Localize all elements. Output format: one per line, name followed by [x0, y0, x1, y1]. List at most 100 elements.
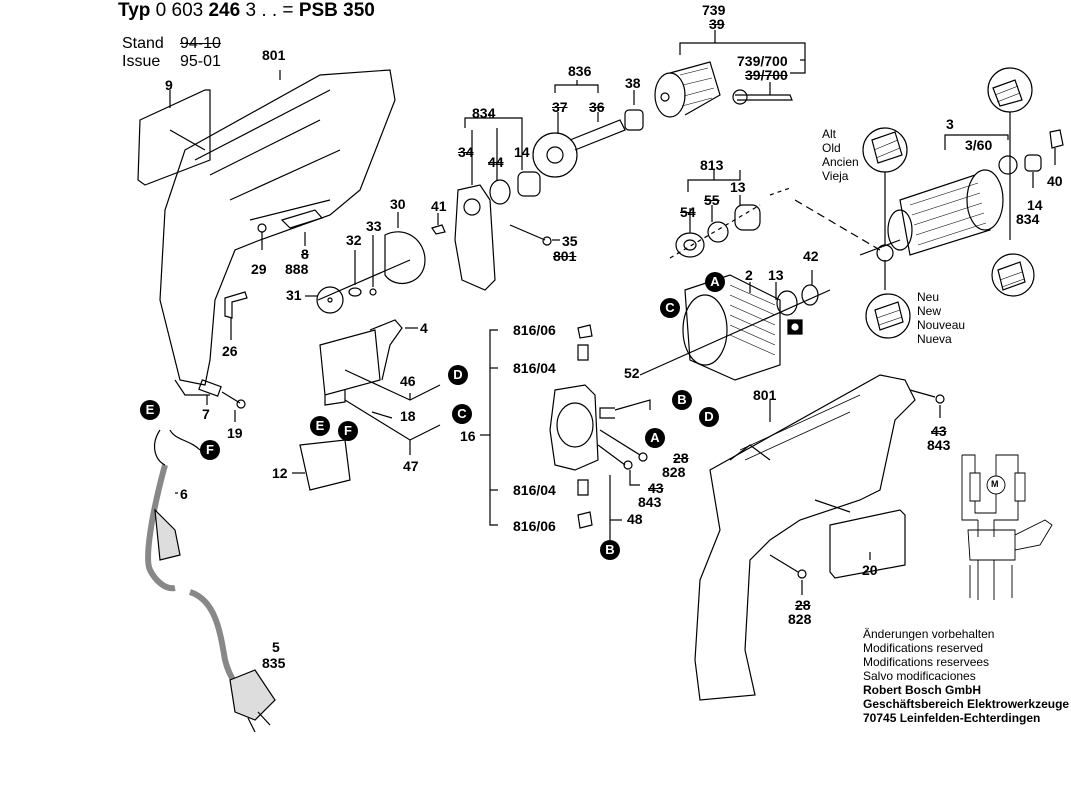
part-label-6: 6 [180, 486, 188, 502]
part-label-16: 16 [460, 428, 476, 444]
drill-chuck [655, 62, 720, 117]
type-number-prefix: 0 603 [155, 0, 204, 21]
connector-marker-a-wire: A [645, 428, 665, 448]
legend-new-fr: Nouveau [917, 318, 966, 332]
stand-value: 94-10 [180, 35, 221, 52]
part-label-816-06-bottom: 816/06 [513, 518, 556, 534]
company-address: 70745 Leinfelden-Echterdingen [863, 711, 1041, 725]
legend-new-es: Nueva [917, 332, 952, 346]
part-label-34: 34 [458, 144, 474, 160]
type-label: Typ [118, 0, 151, 21]
part-label-801-top: 801 [262, 47, 286, 63]
part-label-834-armature: 834 [1016, 211, 1040, 227]
part-label-12: 12 [272, 465, 288, 481]
legend-old-es: Vieja [822, 169, 849, 183]
part-label-32: 32 [346, 232, 362, 248]
detail-circle-new [866, 294, 910, 338]
legend-new-en: New [917, 304, 942, 318]
wiring-schematic [962, 455, 1052, 600]
connector-marker-e-cable: E [140, 400, 160, 420]
part-label-54: 54 [680, 204, 696, 220]
part-label-33: 33 [366, 218, 382, 234]
housing-left-half [160, 70, 395, 395]
power-cable [148, 430, 275, 732]
detail-circle-right [992, 254, 1034, 296]
part-label-37: 37 [552, 99, 568, 115]
part-label-843-housing: 843 [927, 437, 951, 453]
part-label-52: 52 [624, 365, 640, 381]
part-label-44: 44 [488, 154, 504, 170]
part-label-41: 41 [431, 198, 447, 214]
part-label-13-bearing: 13 [730, 179, 746, 195]
part-label-836: 836 [568, 63, 592, 79]
issue-label: Issue [122, 53, 161, 70]
part-label-43-housing: 43 [931, 423, 947, 439]
part-37-gear [533, 133, 577, 177]
part-label-14-armature: 14 [1027, 197, 1043, 213]
part-label-816-04-bottom: 816/04 [513, 482, 556, 498]
connector-marker-c-switch: C [452, 404, 472, 424]
detail-circle-top-right [988, 68, 1032, 240]
part-34-bearing-plate [455, 185, 495, 290]
part-label-28-brush: 28 [673, 450, 689, 466]
part-label-46: 46 [400, 373, 416, 389]
connector-marker-d-switch: D [448, 365, 468, 385]
detail-circle-old [863, 128, 907, 172]
legend-new-de: Neu [917, 290, 940, 304]
part-label-9: 9 [165, 77, 173, 93]
part-30-cam [385, 232, 425, 284]
connector-marker-b-stator: B [672, 390, 692, 410]
housing-right-half [695, 375, 915, 700]
legend-old-en: Old [822, 141, 841, 155]
part-label-43-brush: 43 [648, 480, 664, 496]
footer-company: Robert Bosch GmbH Geschäftsbereich Elekt… [863, 683, 1069, 725]
part-26-bracket [225, 292, 247, 318]
legend-old-de: Alt [822, 127, 837, 141]
part-label-828-housing: 828 [788, 611, 812, 627]
part-label-31: 31 [286, 287, 302, 303]
part-label-40: 40 [1047, 173, 1063, 189]
part-label-739: 739 [702, 2, 726, 18]
part-label-14-gear: 14 [514, 144, 530, 160]
connector-marker-e-switch: E [310, 416, 330, 436]
part-label-801-screw: 801 [553, 248, 577, 264]
part-label-20: 20 [862, 562, 878, 578]
part-label-36: 36 [589, 99, 605, 115]
part-label-2: 2 [745, 267, 753, 283]
part-label-816-04-top: 816/04 [513, 360, 556, 376]
part-label-39: 39 [709, 16, 725, 32]
part-label-834: 834 [472, 105, 496, 121]
field-stator [683, 275, 780, 380]
part-label-28-housing: 28 [795, 597, 811, 613]
issue-value: 95-01 [180, 53, 221, 70]
connector-marker-c-stator: C [660, 298, 680, 318]
part-label-3: 3 [946, 116, 954, 132]
type-number-bold: 246 [208, 0, 241, 21]
footer-note-fr: Modifications reservees [863, 655, 990, 669]
label-plate-9 [138, 90, 210, 185]
footer-note-en: Modifications reserved [863, 641, 984, 655]
part-label-843-brush: 843 [638, 494, 662, 510]
connector-marker-d-stator: D [699, 407, 719, 427]
part-label-47: 47 [403, 458, 419, 474]
part-label-888: 888 [285, 261, 309, 277]
type-number-suffix: 3 . . = [245, 0, 294, 21]
label-plate-20 [830, 510, 905, 578]
connector-marker-a-stator: A [705, 272, 725, 292]
connector-marker-b-wire: B [600, 540, 620, 560]
part-label-26: 26 [222, 343, 238, 359]
part-label-48: 48 [627, 511, 643, 527]
part-label-3-60: 3/60 [965, 137, 993, 153]
part-label-8: 8 [301, 246, 309, 262]
footer-note-es: Salvo modificaciones [863, 669, 976, 683]
connector-marker-f-switch: F [338, 421, 358, 441]
company-division: Geschäftsbereich Elektrowerkzeuge [863, 697, 1070, 711]
part-label-813: 813 [700, 157, 724, 173]
part-label-739-700: 739/700 [737, 53, 788, 69]
footer-note-de: Änderungen vorbehalten [863, 627, 995, 641]
label-plate-8 [282, 210, 322, 228]
footer-notes: Änderungen vorbehalten Modifications res… [863, 627, 994, 683]
part-label-35: 35 [562, 233, 578, 249]
part-label-4: 4 [420, 320, 428, 336]
